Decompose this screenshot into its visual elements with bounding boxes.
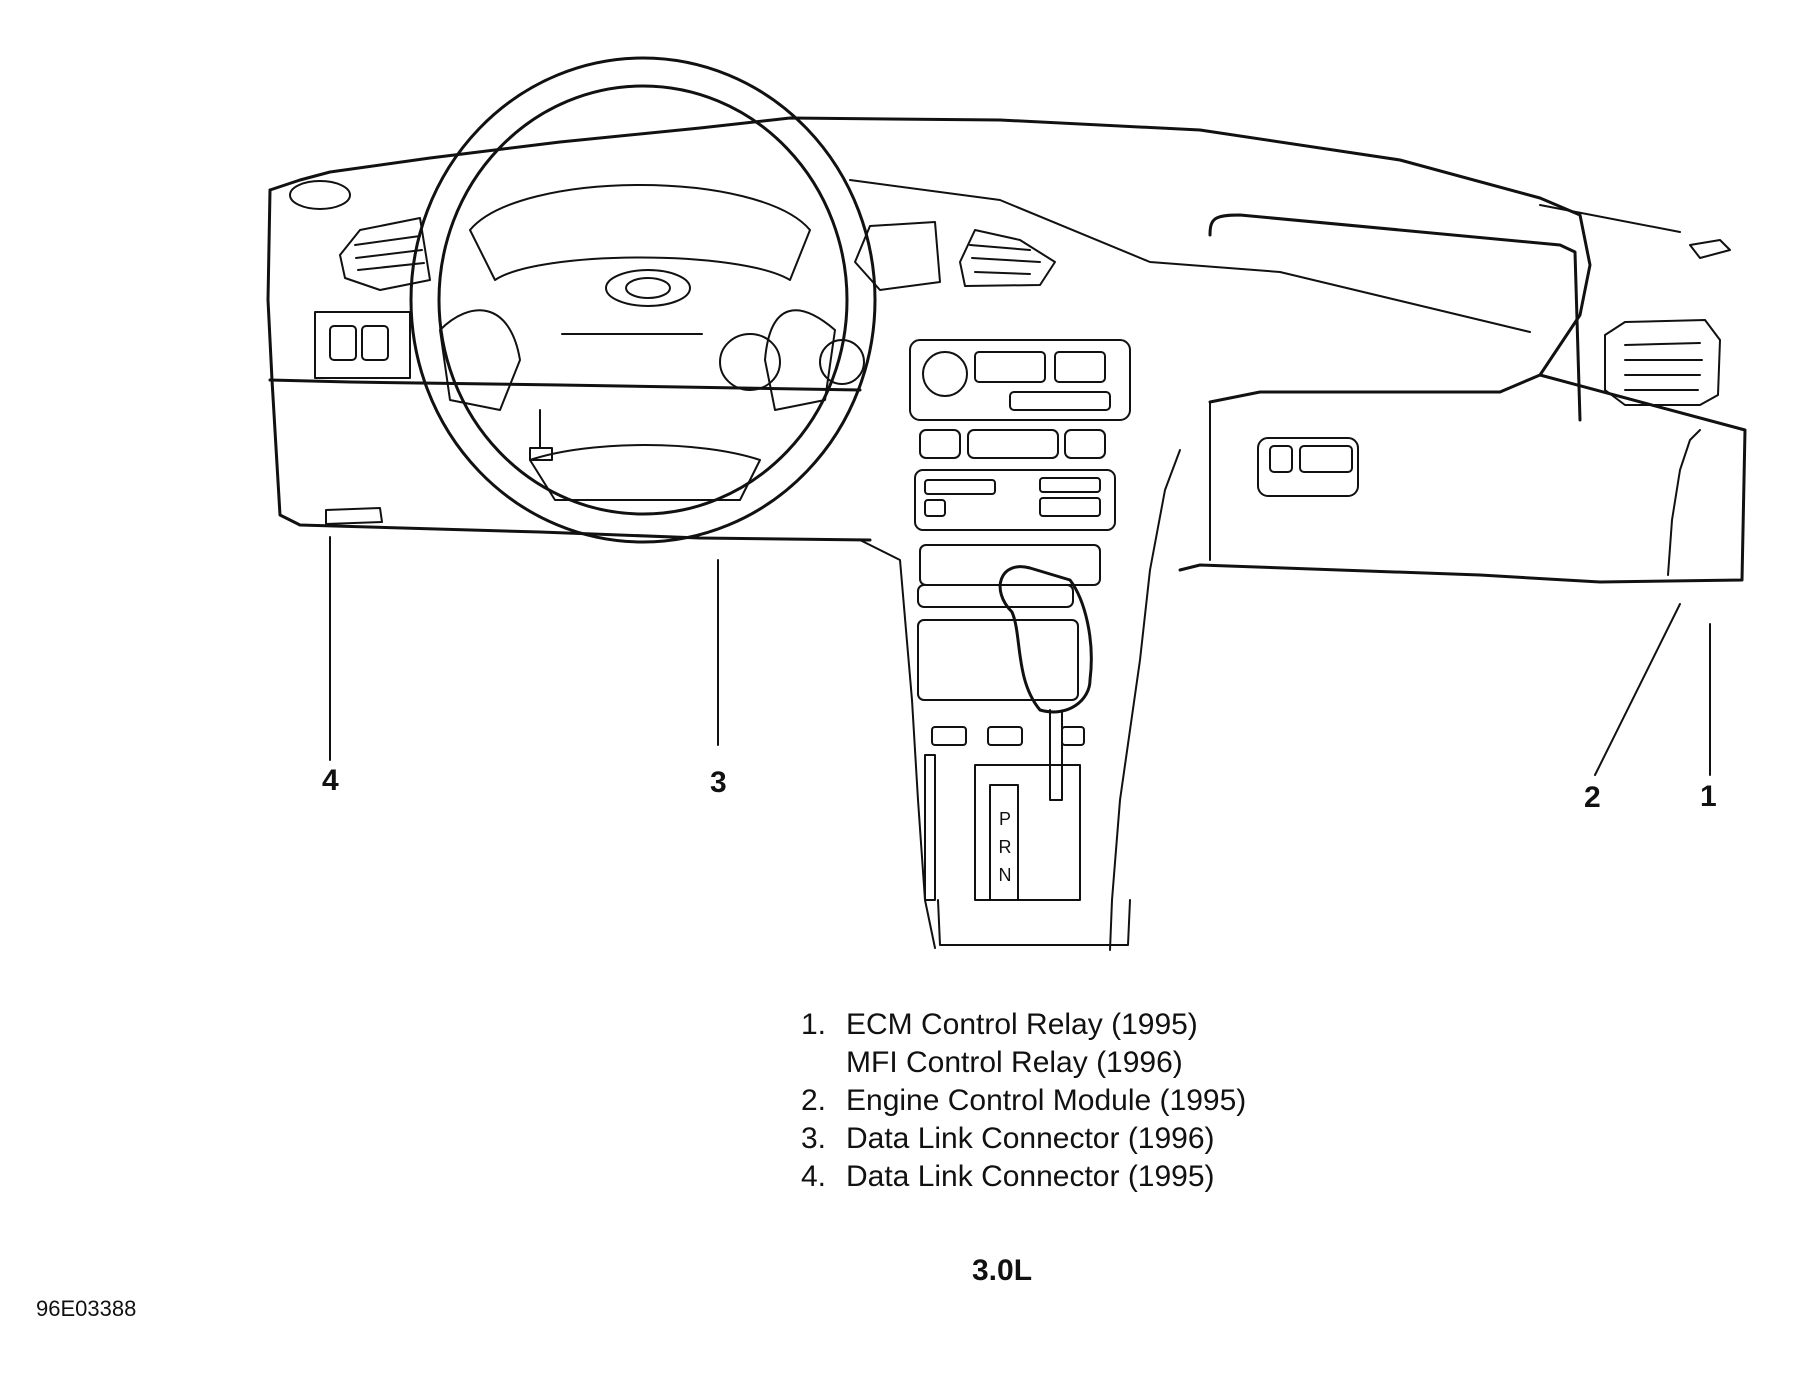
legend-item: 1. ECM Control Relay (1995) <box>768 1006 1246 1044</box>
legend-item: 2. Engine Control Module (1995) <box>768 1082 1246 1120</box>
glovebox <box>1208 213 1582 497</box>
gear-shifter <box>937 565 1131 946</box>
switch-left <box>329 325 357 361</box>
callout-3: 3 <box>710 766 727 799</box>
shifter-letter-r: R <box>998 837 1012 857</box>
callout-2: 2 <box>1584 781 1601 814</box>
shifter-letters: P R N <box>990 805 1020 889</box>
legend-text: MFI Control Relay (1996) <box>846 1046 1183 1079</box>
leader-2 <box>1594 603 1681 776</box>
engine-label: 3.0L <box>972 1254 1033 1287</box>
legend-text: ECM Control Relay (1995) <box>846 1008 1198 1041</box>
legend-text: Data Link Connector (1996) <box>846 1122 1215 1155</box>
legend-text: Engine Control Module (1995) <box>846 1084 1247 1117</box>
dashboard-outline <box>268 116 1592 404</box>
legend-item: 3. Data Link Connector (1996) <box>768 1120 1246 1158</box>
callout-4: 4 <box>322 764 339 797</box>
shifter-letter-n: N <box>998 865 1012 885</box>
right-vent <box>1604 319 1721 406</box>
figure-id: 96E03388 <box>36 1296 137 1321</box>
center-console <box>909 339 1131 901</box>
legend-text: Data Link Connector (1995) <box>846 1160 1215 1193</box>
legend: 1. ECM Control Relay (1995) 0. MFI Contr… <box>768 1006 1246 1196</box>
legend-number: 3. <box>800 1122 826 1155</box>
steering-wheel <box>409 56 877 544</box>
legend-number: 2. <box>800 1084 826 1117</box>
shifter-letter-p: P <box>998 809 1011 829</box>
switch-right <box>361 325 389 361</box>
legend-item: 0. MFI Control Relay (1996) <box>768 1044 1246 1082</box>
legend-item: 4. Data Link Connector (1995) <box>768 1158 1246 1196</box>
legend-number: 4. <box>800 1160 826 1193</box>
legend-number: 1. <box>800 1008 826 1041</box>
callout-1: 1 <box>1700 780 1717 813</box>
center-vent <box>854 221 1056 291</box>
